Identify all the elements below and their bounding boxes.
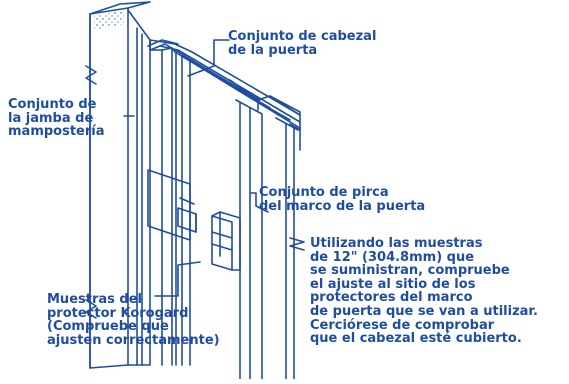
door-header-assembly-label: Conjunto de cabezal de la puerta [228,30,376,57]
door-panel [235,99,301,380]
label-line: mampostería [8,124,105,139]
label-line: Utilizando las muestras [310,236,483,251]
label-line: Cerciórese de comprobar [310,317,495,333]
label-line: Conjunto de cabezal [228,29,377,44]
label-line: Conjunto de pirca [259,185,389,200]
label-line: se suministran, compruebe [310,263,510,279]
label-line: del marco de la puerta [259,198,426,214]
label-line: ajusten correctamente) [47,332,220,348]
instructions-note-label: Utilizando las muestras de 12" (304.8mm)… [310,237,538,346]
label-line: protectores del marco [310,290,473,306]
leader-note [289,237,305,251]
label-line: de 12" (304.8mm) que [310,249,475,265]
label-line: (Compruebe que [47,319,169,334]
leader-pirca [249,192,269,213]
label-line: protector Korogard [47,305,189,321]
label-line: de puerta que se van a utilizar. [310,303,538,319]
label-line: de la puerta [228,42,318,58]
door-header [147,39,301,131]
leader-header [187,39,230,77]
korogard-samples [147,169,241,271]
label-line: la jamba de [8,110,94,126]
label-line: Muestras del [47,292,142,307]
leader-samples [154,261,201,297]
leader-lines [123,39,305,297]
label-line: el ajuste al sitio de los [310,276,476,292]
door-frame-pirca-assembly-label: Conjunto de pirca del marco de la puerta [259,186,425,213]
masonry-jamb-assembly-label: Conjunto de la jamba de mampostería [8,98,105,139]
label-line: que el cabezal esté cubierto. [310,331,522,347]
korogard-samples-label: Muestras del protector Korogard (Comprue… [47,293,220,347]
label-line: Conjunto de [8,97,97,112]
